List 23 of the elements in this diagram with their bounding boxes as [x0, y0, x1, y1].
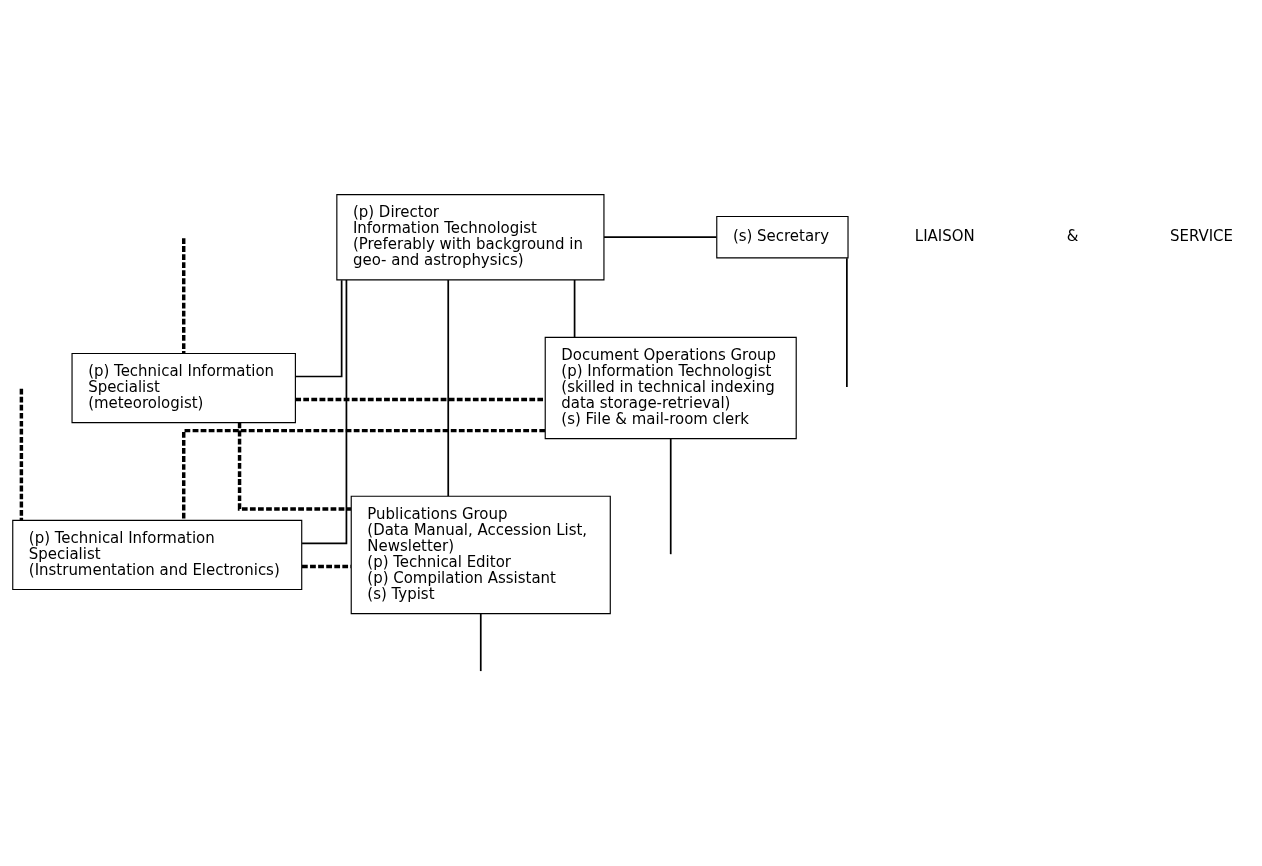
connector: [295, 397, 545, 401]
label: SERVICE: [1169, 226, 1233, 245]
connector: [182, 237, 186, 353]
node-box: (p) Technical Information Specialist (Instrumentation and Electronics): [12, 519, 303, 590]
connector: [573, 278, 576, 338]
connector: [294, 278, 343, 377]
connector: [19, 388, 24, 520]
connector: [479, 612, 482, 672]
connector: [447, 278, 450, 497]
connector: [301, 278, 348, 544]
connector: [237, 422, 351, 511]
node-box: Document Operations Group (p) Information Technologist (skilled in technical indexing data storage-retrieval) (s) File & mail-room clerk: [544, 336, 797, 439]
connector: [301, 564, 351, 568]
node-box: (p) Technical Information Specialist (meteorologist): [71, 352, 296, 423]
label: &: [1066, 226, 1079, 245]
connector: [182, 428, 545, 520]
label: LIAISON: [914, 226, 975, 245]
node-box: (s) Secretary: [716, 215, 849, 258]
node-box: (p) Director Information Technologist (Preferably with background in geo- and astrophysics): [336, 193, 605, 280]
connector: [669, 437, 672, 555]
connector: [846, 256, 848, 388]
connector: [603, 235, 718, 238]
node-box: Publications Group (Data Manual, Accession List, Newsletter) (p) Technical Editor (p) Compilation Assistant (s) Typist: [350, 495, 611, 614]
